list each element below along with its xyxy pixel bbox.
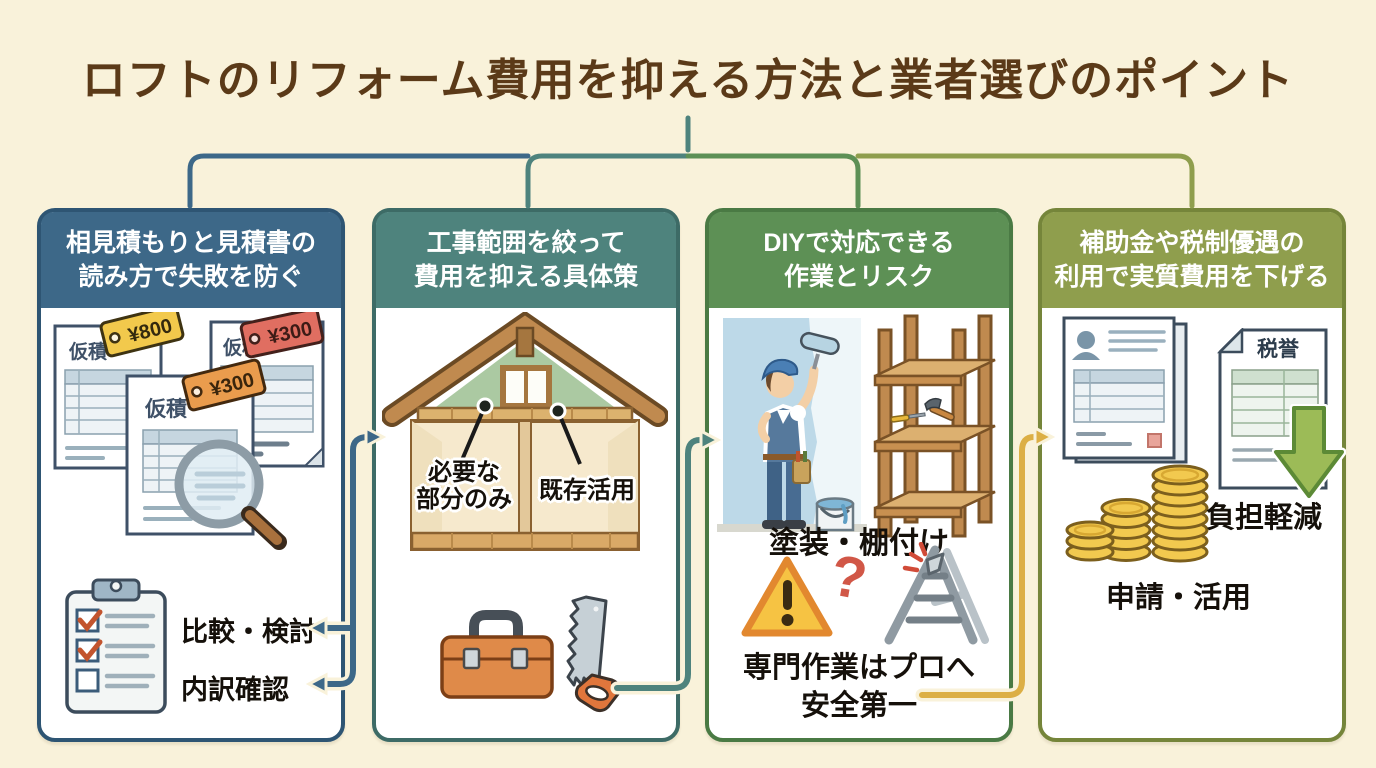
label-safety-first: 安全第一 — [800, 690, 917, 722]
bracket-branch-1 — [187, 153, 531, 209]
hammer-icon — [924, 397, 955, 421]
panel-scope-title-line2: 費用を抑える具体策 — [413, 263, 639, 291]
panel-scope: 工事範囲を絞って 費用を抑える具体策 — [372, 208, 680, 742]
broken-ladder-icon — [884, 542, 989, 645]
coins-icon — [1065, 464, 1209, 563]
house-cross-section-icon — [382, 312, 668, 551]
panel-diy-header: DIYで対応できる 作業とリスク — [709, 212, 1009, 308]
callout-use-existing: 既存活用 — [539, 477, 635, 504]
panel-estimates-header: 相見積もりと見積書の 読み方で失敗を防ぐ — [41, 212, 341, 308]
coin-stack-short — [1065, 520, 1115, 562]
price-tag-orange: ¥300 — [181, 358, 267, 412]
label-burden-reduction: 負担軽減 — [1206, 502, 1323, 534]
checklist-clipboard-icon — [65, 578, 167, 714]
panel-diy: DIYで対応できる 作業とリスク — [705, 208, 1013, 742]
panel-subsidy: 補助金や税制優遇の 利用で実質費用を下げる 税誉 — [1038, 208, 1346, 742]
screwdriver-icon — [890, 412, 926, 423]
label-apply-utilize: 申請・活用 — [1106, 582, 1252, 614]
price-tag-yellow: ¥800 — [99, 312, 185, 358]
svg-text:仮積: 仮積 — [68, 340, 107, 363]
label-compare-review: 比較・検討 — [181, 617, 316, 647]
svg-text:仮積: 仮積 — [144, 398, 188, 421]
estimate-documents-icon: 仮積 仮積 仮積 — [53, 312, 325, 550]
panel-scope-header: 工事範囲を絞って 費用を抑える具体策 — [376, 212, 676, 308]
panel-estimates: 相見積もりと見積書の 読み方で失敗を防ぐ 仮積 仮積 — [37, 208, 345, 742]
bracket-branch-4 — [855, 153, 1195, 209]
svg-text:税誉: 税誉 — [1257, 337, 1300, 361]
panel-estimates-title-line2: 読み方で失敗を防ぐ — [78, 263, 304, 291]
panel-diy-title-line2: 作業とリスク — [783, 263, 934, 291]
panel-scope-title-line1: 工事範囲を絞って — [426, 228, 626, 257]
callout-leader-lines — [460, 397, 582, 465]
panel-subsidy-header: 補助金や税制優遇の 利用で実質費用を下げる — [1042, 212, 1342, 308]
painter-person — [757, 331, 840, 529]
label-breakdown-check: 内訳確認 — [181, 675, 289, 705]
bracket-branch-2 — [525, 153, 691, 209]
toolbox-saw-icon — [440, 595, 621, 713]
page-title: ロフトのリフォーム費用を抑える方法と業者選びのポイント — [81, 56, 1295, 105]
price-tag-red: ¥300 — [239, 312, 325, 359]
application-document-icon — [1062, 316, 1188, 464]
label-pros-for-specialist-work: 専門作業はプロへ — [742, 652, 975, 684]
panel-estimates-title-line1: 相見積もりと見積書の — [65, 228, 316, 257]
bracket-branch-3 — [685, 153, 861, 209]
callout-necessary-parts: 必要な 部分のみ — [416, 459, 512, 513]
cost-down-arrow-icon — [1272, 404, 1346, 500]
painter-icon — [717, 318, 867, 532]
panel-subsidy-title-line2: 利用で実質費用を下げる — [1054, 263, 1330, 291]
paint-bucket-icon — [815, 497, 855, 532]
warning-triangle-icon — [741, 556, 833, 637]
panel-subsidy-title-line1: 補助金や税制優遇の — [1079, 228, 1305, 257]
panel-diy-title-line1: DIYで対応できる — [763, 228, 955, 257]
shelf-icon — [873, 314, 996, 538]
magnifier-icon — [174, 439, 287, 550]
